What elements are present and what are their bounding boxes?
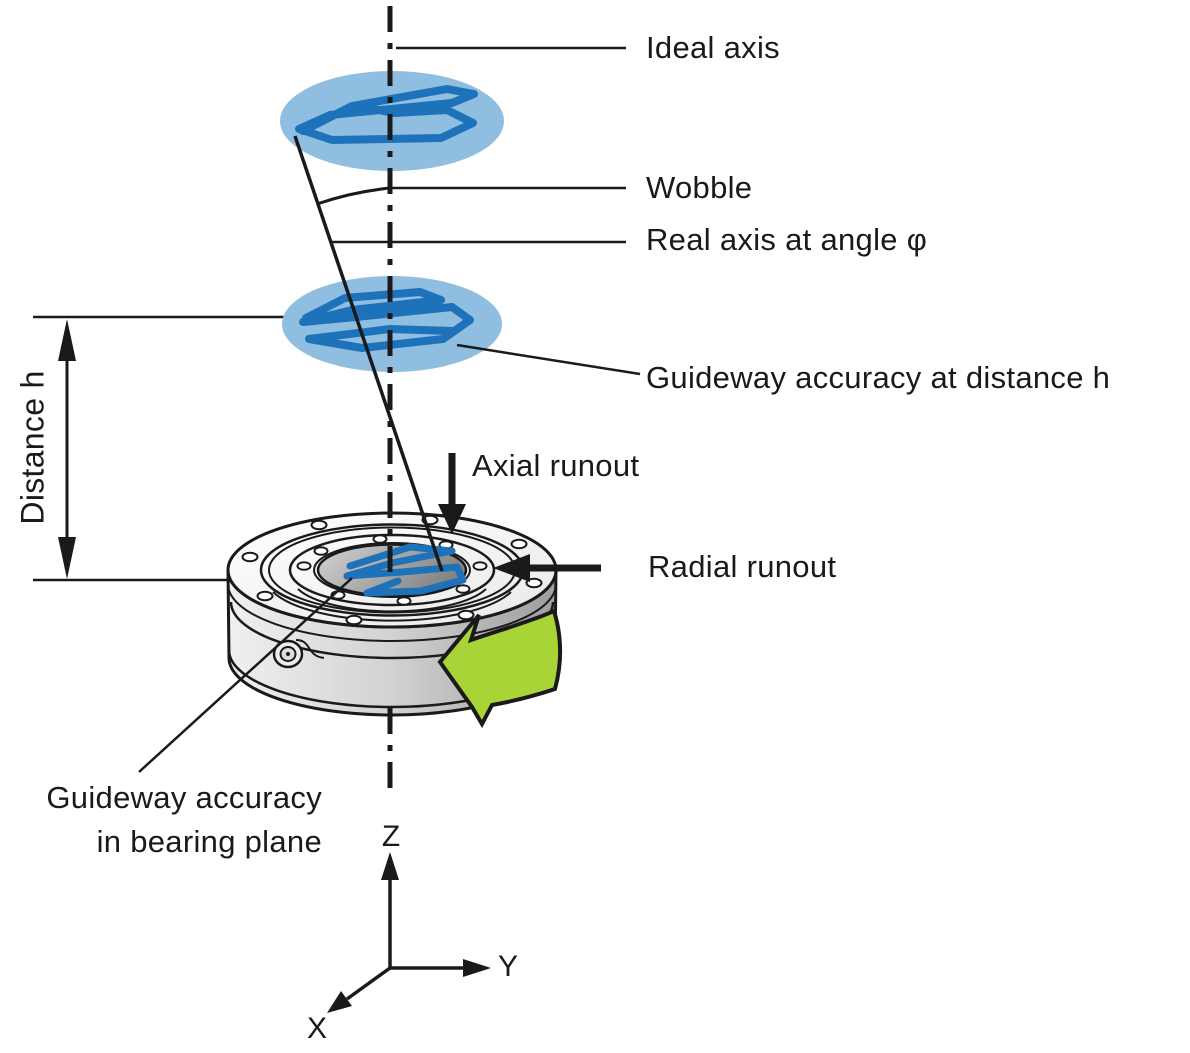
label-guideway-bearing-plane: Guideway accuracy in bearing plane [46, 776, 322, 864]
label-guideway-bearing-plane-line2: in bearing plane [96, 824, 322, 859]
wobble-arc [316, 186, 391, 206]
label-real-axis: Real axis at angle φ [646, 222, 928, 257]
label-guideway-distance: Guideway accuracy at distance h [646, 360, 1111, 395]
label-radial-runout: Radial runout [648, 549, 837, 584]
outer-bolt-holes [241, 514, 543, 626]
face-step-shadow-1 [272, 591, 512, 622]
real-axis-line [293, 135, 444, 572]
y-axis-arrowhead [463, 959, 491, 977]
distance-dimension-arrow [33, 315, 291, 582]
label-z-axis: Z [381, 820, 401, 853]
rotation-arrow-icon [437, 608, 563, 729]
label-axial-runout: Axial runout [472, 448, 640, 483]
clamp-knob [272, 639, 304, 669]
label-wobble: Wobble [646, 170, 753, 205]
middle-disc-scribble [299, 288, 474, 352]
label-y-axis: Y [497, 950, 518, 983]
label-distance-h: Distance h [14, 370, 51, 525]
coordinate-system [327, 852, 491, 1013]
leader-guideway-distance [456, 343, 641, 376]
groove-s-jog [295, 639, 325, 659]
axial-runout-arrow-icon [438, 453, 466, 534]
middle-disc [282, 276, 502, 372]
label-guideway-bearing-plane-line1: Guideway accuracy [46, 780, 322, 815]
x-axis-arrowhead [327, 991, 352, 1013]
leader-guideway-bearing-plane [138, 577, 353, 773]
top-disc-scribble [295, 85, 478, 144]
bearing-plane-scribble [343, 543, 467, 597]
label-ideal-axis: Ideal axis [646, 30, 780, 65]
radial-runout-arrow-icon [493, 554, 601, 582]
bearing [226, 511, 563, 729]
label-x-axis: X [306, 1012, 327, 1045]
bearing-flange-lip-line [227, 583, 557, 642]
z-axis-arrowhead [381, 852, 399, 880]
x-axis-line [345, 966, 392, 1001]
face-step-shadow-2 [297, 588, 487, 613]
bore-rim [313, 542, 471, 598]
distance-arrowhead-up [58, 319, 76, 361]
distance-arrowhead-down [58, 537, 76, 579]
